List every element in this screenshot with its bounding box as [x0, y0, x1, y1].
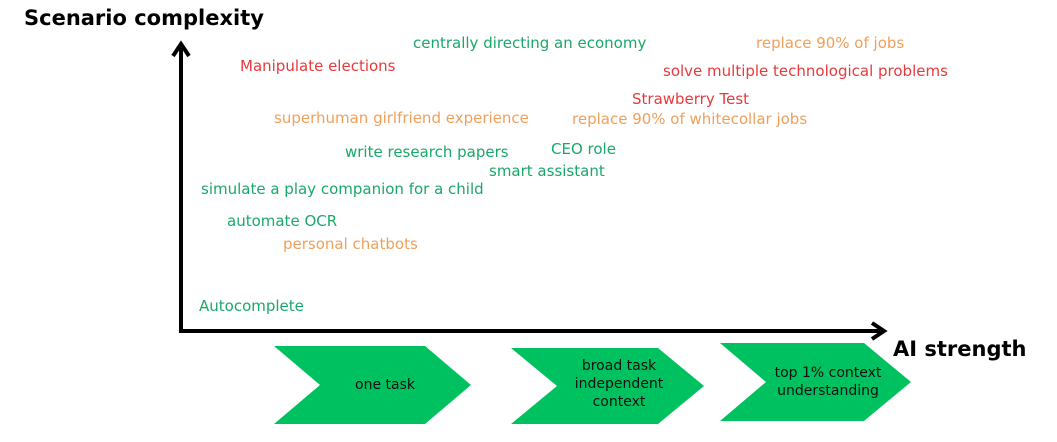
- stage-label: broad task independent context: [574, 358, 664, 410]
- y-axis-arrowhead: [171, 40, 191, 58]
- scenario-label: superhuman girlfriend experience: [274, 109, 529, 127]
- x-axis-title: AI strength: [893, 337, 1027, 361]
- scenario-label: solve multiple technological problems: [663, 62, 948, 80]
- scenario-label: simulate a play companion for a child: [201, 180, 484, 198]
- scenario-label: smart assistant: [489, 162, 605, 180]
- y-axis-title: Scenario complexity: [24, 6, 264, 30]
- scenario-label: replace 90% of jobs: [756, 34, 905, 52]
- x-axis-arrowhead: [870, 321, 888, 341]
- stage-label: top 1% context understanding: [774, 365, 882, 399]
- scenario-label: Strawberry Test: [632, 90, 750, 108]
- scenario-label: centrally directing an economy: [413, 34, 647, 52]
- scenario-label: write research papers: [345, 143, 509, 161]
- scenario-label: automate OCR: [227, 212, 338, 230]
- scenario-label: Manipulate elections: [240, 57, 396, 75]
- scenario-label: Autocomplete: [199, 297, 304, 315]
- scenario-label: CEO role: [551, 140, 616, 158]
- scenario-label: personal chatbots: [283, 235, 418, 253]
- scenario-label: replace 90% of whitecollar jobs: [572, 110, 808, 128]
- stage-label: one task: [355, 377, 415, 393]
